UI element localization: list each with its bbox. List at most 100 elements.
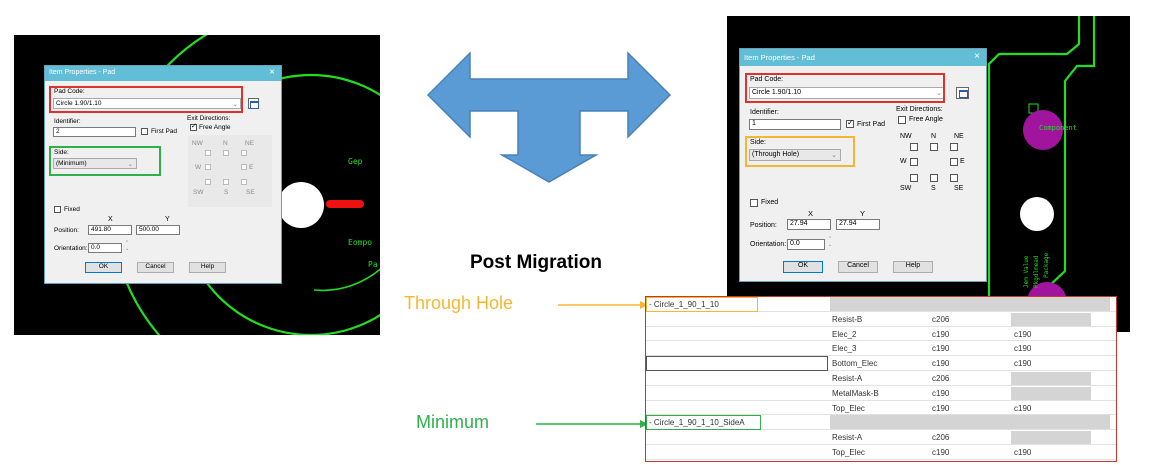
cancel-button[interactable]: Cancel: [137, 262, 174, 273]
spinner-icon[interactable]: ⌃⌄: [828, 236, 833, 248]
help-button[interactable]: Help: [893, 261, 933, 273]
dir-sw-checkbox[interactable]: [910, 174, 918, 182]
position-x-input[interactable]: 27.94: [787, 219, 831, 230]
dir-s-label: S: [224, 189, 229, 196]
row-highlight-gray: [646, 356, 828, 371]
component-label: Component: [1039, 124, 1077, 132]
row-divider: [646, 355, 1116, 357]
table-cell-c1: c190: [932, 344, 950, 354]
free-angle-label: Free Angle: [909, 116, 943, 123]
dir-nw-checkbox[interactable]: [205, 150, 211, 156]
ok-button[interactable]: OK: [85, 262, 122, 273]
row-divider: [646, 414, 1116, 416]
dir-ne-checkbox[interactable]: [241, 150, 247, 156]
position-y-input[interactable]: 27.94: [836, 219, 880, 230]
fixed-label: Fixed: [64, 206, 80, 213]
dir-ne-checkbox[interactable]: [950, 143, 958, 151]
exit-directions-label: Exit Directions:: [187, 115, 231, 122]
y-header: Y: [165, 216, 170, 223]
table-cell-c2: c190: [1014, 359, 1032, 369]
dir-ne-label: NE: [954, 133, 964, 140]
orientation-input[interactable]: 0.0: [88, 243, 122, 253]
exit-direction-grid: NW N NE W E SW S SE: [188, 135, 272, 207]
pad-code-label: Pad Code:: [750, 76, 784, 83]
dir-n-checkbox[interactable]: [930, 143, 938, 151]
dir-e-checkbox[interactable]: [950, 158, 958, 166]
first-pad-checkbox[interactable]: ✓: [846, 118, 854, 128]
orientation-label: Orientation:: [750, 241, 787, 248]
post-migration-heading: Post Migration: [470, 252, 602, 273]
pad-code-browse-button[interactable]: [956, 87, 969, 99]
dir-nw-checkbox[interactable]: [910, 143, 918, 151]
table-cell-c2: c190: [1014, 403, 1032, 413]
empty-cell-shading: [1011, 372, 1091, 386]
free-angle-checkbox[interactable]: [898, 116, 906, 124]
table-group-row[interactable]: - Circle_1_90_1_10: [646, 297, 1116, 312]
table-cell-c1: c190: [932, 403, 950, 413]
row-divider: [646, 325, 1116, 327]
first-pad-checkbox[interactable]: [141, 128, 148, 135]
row-divider: [646, 399, 1116, 401]
close-icon[interactable]: ×: [974, 51, 980, 62]
chevron-down-icon: ⌄: [936, 90, 942, 97]
position-y-input[interactable]: 500.00: [136, 225, 180, 235]
dir-se-label: SE: [954, 185, 964, 192]
dir-w-checkbox[interactable]: [910, 158, 918, 166]
minimum-callout: Minimum: [416, 412, 490, 432]
side-select[interactable]: (Minimum) ⌄: [53, 158, 137, 169]
fixed-checkbox[interactable]: [54, 206, 61, 213]
left-pcb-screenshot: Gep Eompo Pa Item Properties - Pad × Pad…: [14, 35, 380, 335]
pad-code-browse-button[interactable]: [248, 98, 259, 109]
table-group-row[interactable]: - Circle_1_90_1_10_SideA: [646, 415, 1116, 431]
help-button[interactable]: Help: [189, 262, 226, 273]
dir-e-checkbox[interactable]: [241, 164, 247, 170]
orientation-input[interactable]: 0.0: [787, 239, 825, 250]
dir-s-checkbox[interactable]: [223, 179, 229, 185]
identifier-input[interactable]: 2: [53, 127, 136, 137]
dir-se-checkbox[interactable]: [950, 174, 958, 182]
dir-nw-label: NW: [192, 140, 203, 147]
identifier-label: Identifier:: [750, 109, 779, 116]
dir-se-checkbox[interactable]: [241, 179, 247, 185]
pad-code-highlight: [745, 73, 945, 103]
pad-code-select[interactable]: Circle 1.90/1.10 ⌄: [53, 98, 241, 109]
help-button-label: Help: [200, 263, 215, 270]
fixed-label: Fixed: [761, 199, 779, 206]
row-divider: [646, 340, 1116, 342]
dir-n-checkbox[interactable]: [223, 150, 229, 156]
table-cell-c1: c206: [932, 433, 950, 443]
side-value: (Through Hole): [752, 151, 800, 158]
close-icon[interactable]: ×: [269, 67, 275, 78]
ok-button[interactable]: OK: [783, 261, 823, 273]
dir-e-label: E: [249, 164, 254, 171]
dir-e-label: E: [960, 158, 965, 165]
side-select[interactable]: (Through Hole) ⌄: [749, 149, 841, 161]
dir-sw-checkbox[interactable]: [205, 179, 211, 185]
fixed-checkbox[interactable]: [750, 199, 758, 207]
free-angle-label: Free Angle: [199, 124, 231, 131]
y-header: Y: [860, 209, 866, 218]
cancel-button[interactable]: Cancel: [838, 261, 878, 273]
side-highlight: [745, 136, 855, 167]
pad-code-select[interactable]: Circle 1.90/1.10 ⌄: [749, 87, 945, 99]
dir-s-checkbox[interactable]: [930, 174, 938, 182]
dir-w-checkbox[interactable]: [205, 164, 211, 170]
chevron-down-icon: ⌄: [232, 101, 238, 108]
spinner-icon[interactable]: ⌃⌄: [125, 240, 130, 252]
free-angle-checkbox[interactable]: ✓: [190, 123, 197, 131]
through-hole-callout: Through Hole: [404, 293, 514, 313]
pad-code-value: Circle 1.90/1.10: [56, 100, 102, 107]
purple-pad-1: [1023, 110, 1063, 150]
first-pad-label: First Pad: [151, 128, 178, 135]
position-x-input[interactable]: 491.80: [88, 225, 132, 235]
identifier-input[interactable]: 1: [749, 119, 841, 130]
